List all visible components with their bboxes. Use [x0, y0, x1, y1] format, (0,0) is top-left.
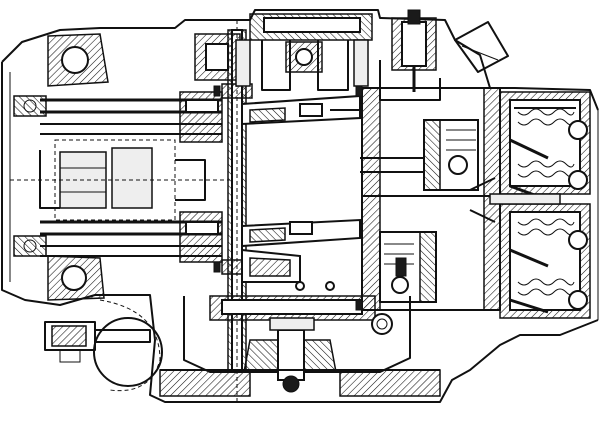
- port-manifold: [469, 177, 561, 223]
- left-mounting-lugs: [13, 33, 109, 301]
- cylinder-head-lower: [499, 203, 591, 319]
- lower-gear-case: [159, 295, 441, 397]
- top-accessory-block: [194, 13, 373, 91]
- piston-upper: [360, 119, 479, 191]
- valve-springs-lower: [509, 218, 588, 314]
- valve-springs-upper: [509, 107, 588, 202]
- connecting-rods: [241, 94, 361, 283]
- bolt-heads: [213, 85, 363, 311]
- lower-left-accessory: [44, 299, 163, 392]
- piston-lower: [379, 231, 437, 303]
- pushrod-assembly-left: [40, 91, 223, 263]
- camshaft-housing: [10, 139, 230, 221]
